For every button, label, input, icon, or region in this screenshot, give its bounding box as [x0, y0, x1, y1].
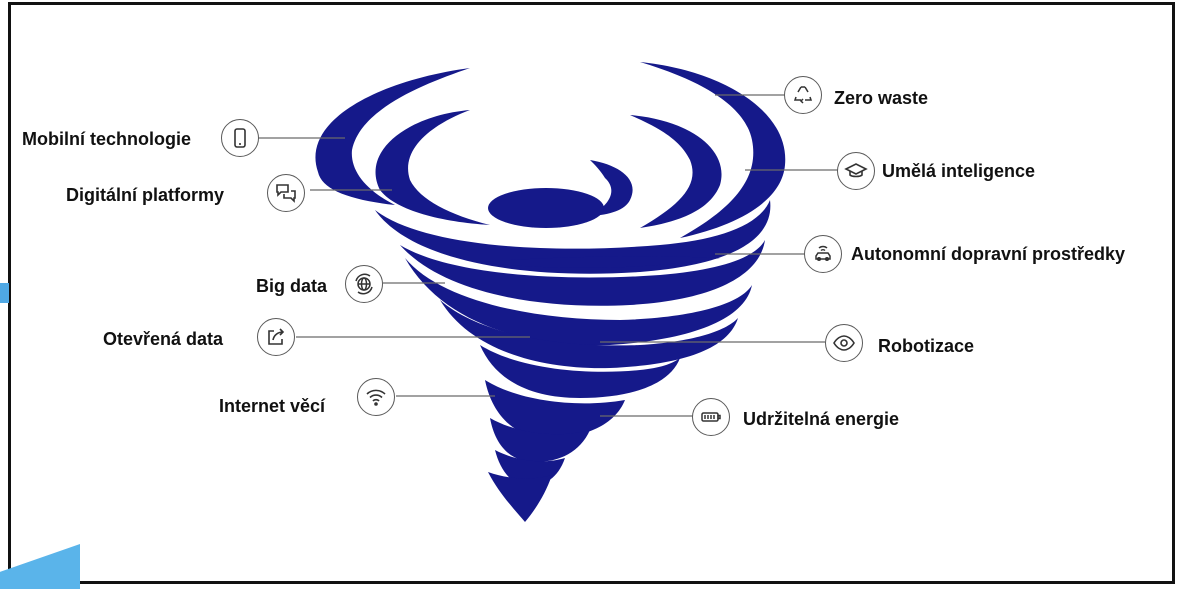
- label-zero-waste: Zero waste: [834, 88, 929, 108]
- decorative-accent-left: [0, 283, 9, 303]
- graduation-cap-icon: [837, 152, 875, 190]
- eye-icon: [825, 324, 863, 362]
- autonomous-car-icon: [804, 235, 842, 273]
- label-big-data: Big data: [256, 276, 328, 296]
- label-internet-of-things: Internet věcí: [219, 396, 326, 416]
- smartphone-icon: [221, 119, 259, 157]
- share-box-icon: [257, 318, 295, 356]
- recycle-icon: [784, 76, 822, 114]
- globe-refresh-icon: [345, 265, 383, 303]
- connector-lines: [258, 94, 838, 417]
- chat-bubbles-icon: [267, 174, 305, 212]
- label-autonomous-vehicles: Autonomní dopravní prostředky: [851, 244, 1126, 264]
- wifi-icon: [357, 378, 395, 416]
- battery-icon: [692, 398, 730, 436]
- label-robotization: Robotizace: [878, 336, 975, 356]
- tornado-swirls: [315, 62, 786, 522]
- label-artificial-intelligence: Umělá inteligence: [882, 161, 1036, 181]
- label-mobile-technology: Mobilní technologie: [22, 129, 191, 149]
- label-open-data: Otevřená data: [103, 329, 224, 349]
- label-sustainable-energy: Udržitelná energie: [743, 409, 900, 429]
- label-digital-platforms: Digitální platformy: [66, 185, 225, 205]
